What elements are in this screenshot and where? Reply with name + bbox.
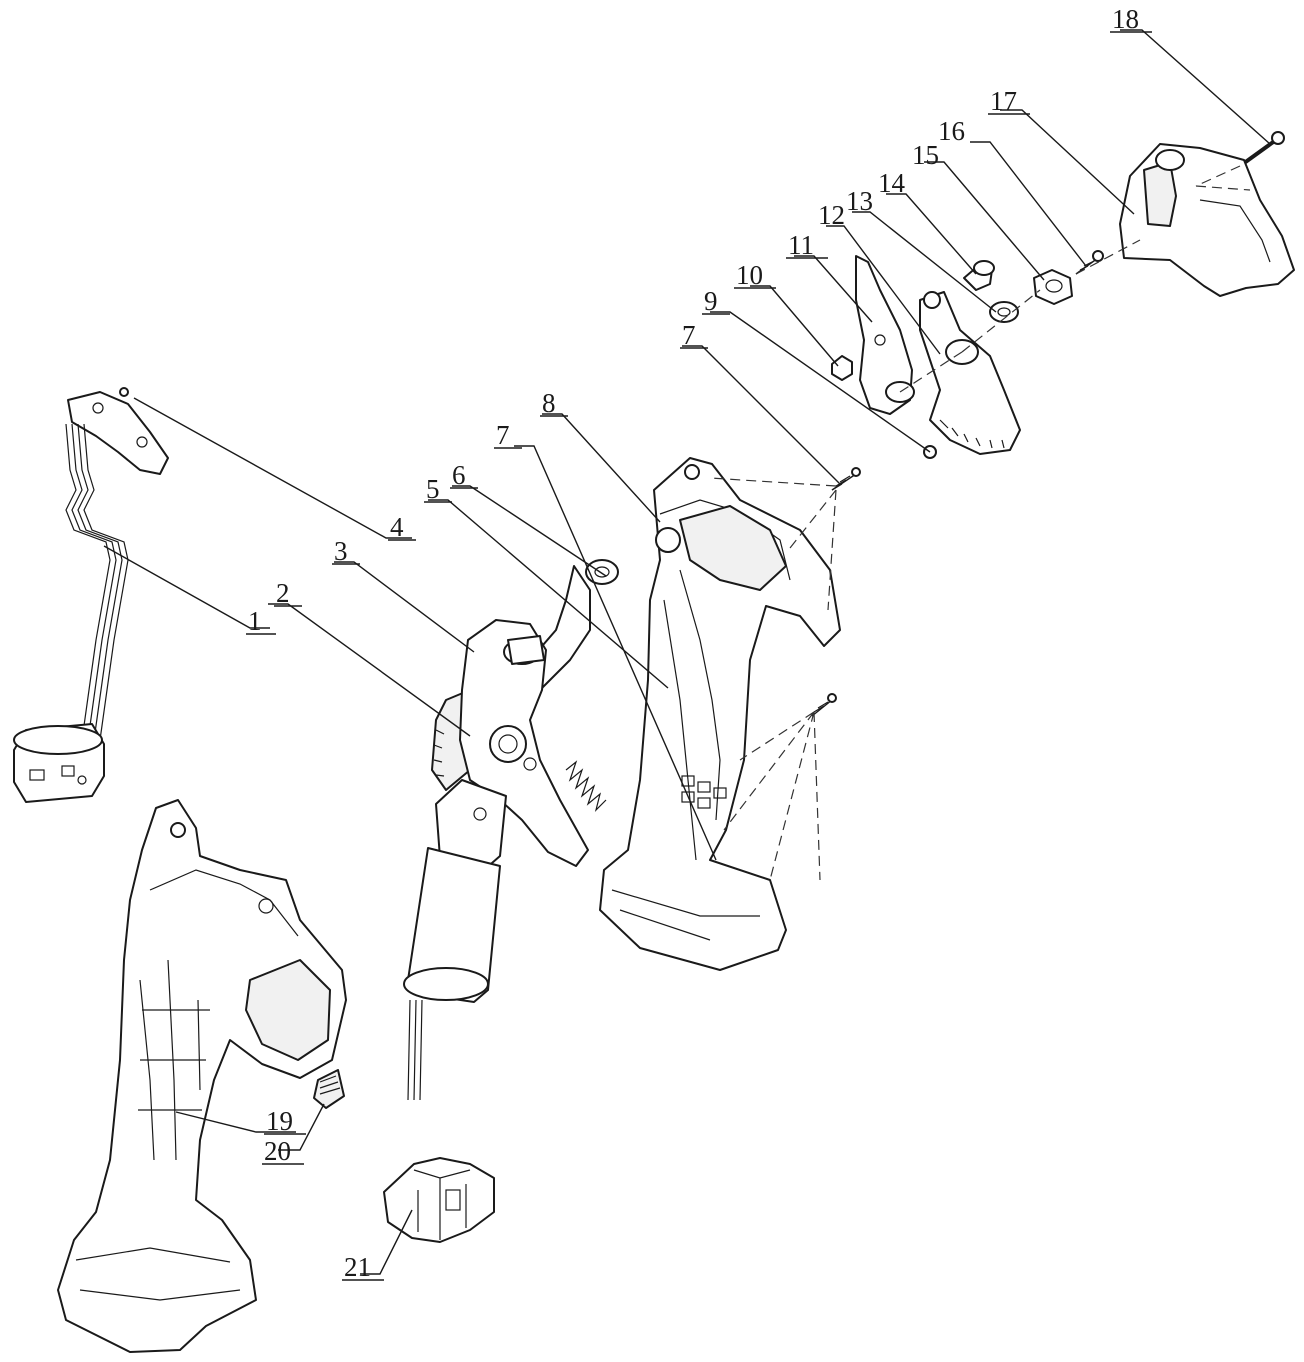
callout-21: 21 — [344, 1252, 371, 1282]
callout-16: 16 — [938, 116, 965, 146]
part-21-connector-block — [383, 1157, 495, 1243]
part-17-head-cover — [1119, 143, 1295, 297]
part-5-spring — [565, 760, 607, 812]
callout-4: 4 — [390, 512, 404, 542]
callout-17: 17 — [990, 86, 1017, 116]
callout-labels: 1 2 3 4 5 6 7 7 8 9 10 11 12 13 14 15 16… — [248, 4, 1139, 1282]
part-7-screw-upper — [831, 467, 861, 491]
callout-14: 14 — [878, 168, 906, 198]
part-1-cable-connector — [13, 423, 129, 803]
part-2-motor — [403, 779, 507, 1101]
callout-20: 20 — [264, 1136, 291, 1166]
callout-11: 11 — [788, 230, 814, 260]
part-7-screw-lower — [811, 693, 837, 717]
part-3-blade-assembly — [431, 565, 591, 867]
assembly-dashed-lines — [709, 165, 1251, 881]
callout-7-upper: 7 — [682, 320, 696, 350]
part-18-screw — [1238, 131, 1285, 168]
callout-10: 10 — [736, 260, 763, 290]
callout-19: 19 — [266, 1106, 293, 1136]
callout-2: 2 — [276, 578, 290, 608]
part-10-small-nut — [831, 355, 853, 381]
part-19-left-housing — [57, 799, 347, 1353]
callout-6: 6 — [452, 460, 466, 490]
part-14-bolt — [963, 260, 995, 291]
callout-13: 13 — [846, 186, 873, 216]
leader-lines — [103, 29, 1271, 1275]
part-13-washer — [989, 301, 1019, 323]
callout-15: 15 — [912, 140, 939, 170]
callout-5: 5 — [426, 474, 440, 504]
callout-7-lower: 7 — [496, 420, 510, 450]
part-4-cover-plate — [67, 387, 169, 475]
part-20-switch — [313, 1069, 345, 1109]
part-6-washer — [585, 559, 619, 585]
part-8-right-housing — [599, 457, 841, 971]
callout-underlines — [246, 31, 1152, 1281]
callout-8: 8 — [542, 388, 556, 418]
callout-18: 18 — [1112, 4, 1139, 34]
callout-3: 3 — [334, 536, 348, 566]
part-16-screw — [1075, 250, 1104, 275]
callout-9: 9 — [704, 286, 718, 316]
callout-12: 12 — [818, 200, 845, 230]
callout-1: 1 — [248, 606, 262, 636]
